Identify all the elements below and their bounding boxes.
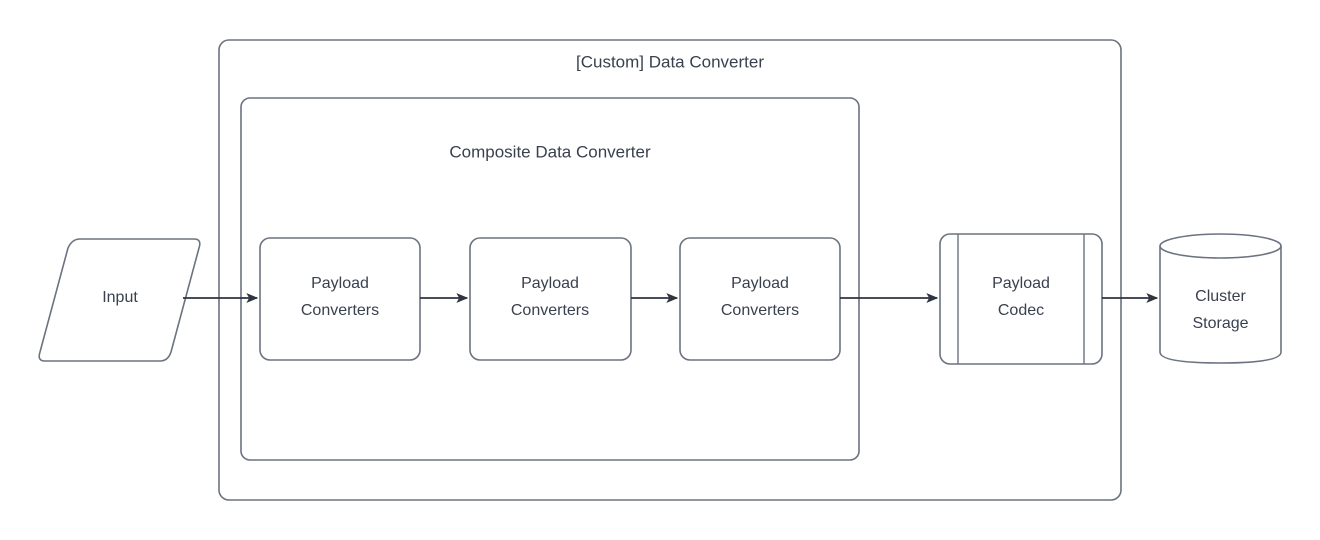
node-payload-converters-3-label-line1: Payload — [731, 275, 789, 292]
container-custom-data-converter-border — [218, 39, 1122, 501]
node-cluster-storage-label-line1: Cluster — [1195, 288, 1246, 305]
node-payload-converters-2-border — [469, 237, 632, 361]
node-payload-converters-3[interactable]: Payload Converters — [679, 237, 841, 361]
node-input-border — [38, 238, 201, 362]
node-input-label: Input — [102, 289, 138, 306]
node-payload-converters-1-label-line2: Converters — [301, 302, 379, 319]
node-input[interactable]: Input — [38, 238, 201, 362]
node-payload-converters-2-label-line1: Payload — [521, 275, 579, 292]
node-payload-codec[interactable]: Payload Codec — [939, 233, 1103, 365]
node-payload-codec-body — [940, 234, 1102, 364]
node-payload-converters-2-label-line2: Converters — [511, 302, 589, 319]
node-payload-converters-3-body — [680, 238, 840, 360]
node-input-body — [39, 239, 200, 361]
node-payload-converters-1-label-line1: Payload — [311, 275, 369, 292]
node-payload-codec-label-line2: Codec — [998, 302, 1044, 319]
node-payload-converters-3-label-line2: Converters — [721, 302, 799, 319]
node-payload-codec-border — [939, 233, 1103, 365]
node-payload-codec-label-line1: Payload — [992, 275, 1050, 292]
node-payload-converters-2-body — [470, 238, 631, 360]
node-cluster-storage-body — [1160, 246, 1281, 363]
node-payload-converters-1-border — [259, 237, 421, 361]
node-payload-converters-2[interactable]: Payload Converters — [469, 237, 632, 361]
node-payload-converters-1-body — [260, 238, 420, 360]
container-custom-data-converter-label: [Custom] Data Converter — [576, 52, 764, 71]
node-cluster-storage[interactable]: Cluster Storage — [1159, 233, 1282, 364]
node-cluster-storage-top-ellipse — [1159, 233, 1282, 259]
node-cluster-storage-label-line2: Storage — [1192, 315, 1248, 332]
container-composite-data-converter-label: Composite Data Converter — [449, 142, 651, 161]
node-payload-converters-1[interactable]: Payload Converters — [259, 237, 421, 361]
container-composite-data-converter-border — [240, 97, 860, 461]
node-cluster-storage-top-fill — [1160, 234, 1281, 258]
node-payload-converters-3-border — [679, 237, 841, 361]
node-cluster-storage-outline — [1159, 246, 1282, 364]
